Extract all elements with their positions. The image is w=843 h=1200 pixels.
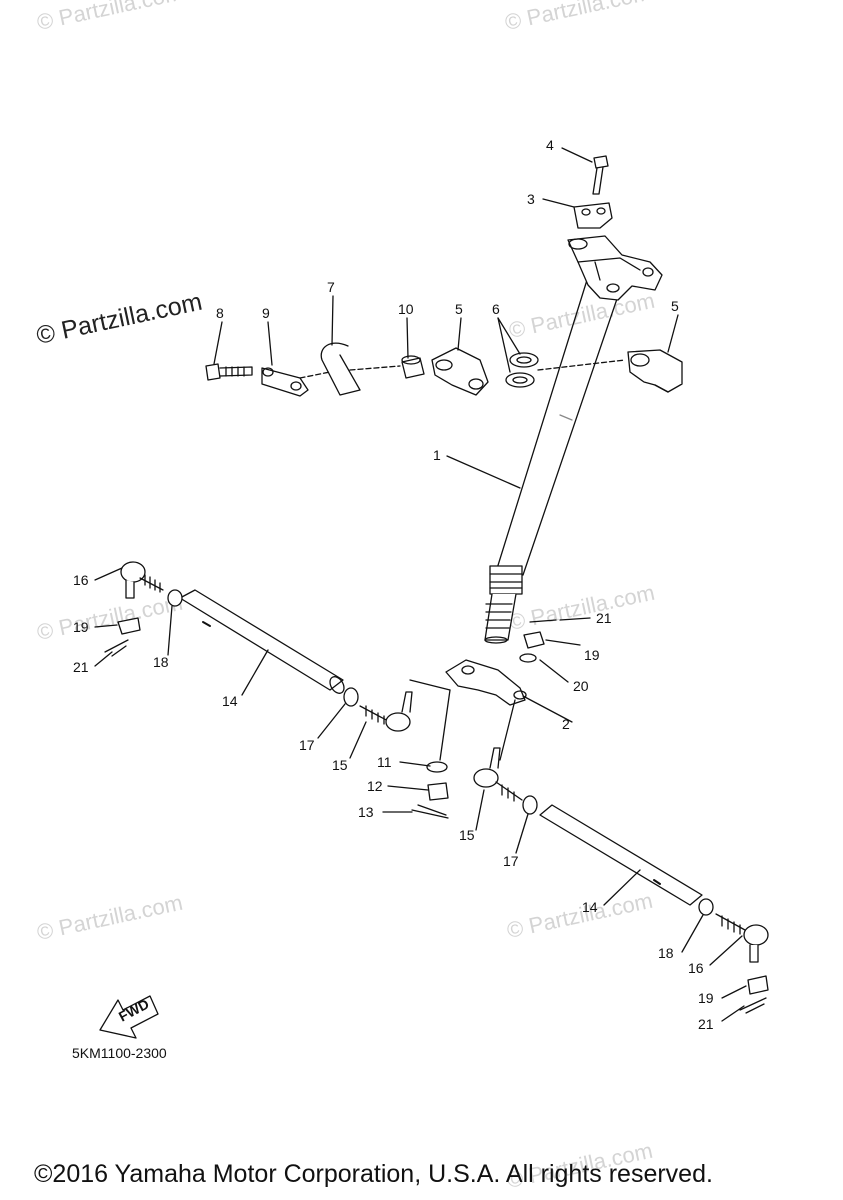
callout-number: 21	[73, 659, 89, 675]
nut-part	[698, 898, 714, 916]
callout-number: 15	[332, 757, 348, 773]
nut-part	[427, 782, 449, 801]
fwd-arrow-icon	[99, 995, 159, 1039]
bolt-part	[205, 363, 253, 381]
washer-part	[426, 761, 448, 773]
callout-number: 7	[327, 279, 335, 295]
callout-number: 20	[573, 678, 589, 694]
callout-number: 16	[73, 572, 89, 588]
cotter-pin-part	[411, 804, 449, 819]
callout-number: 18	[658, 945, 674, 961]
clamp-part	[573, 202, 613, 229]
nut-part	[167, 589, 183, 607]
tie-rod-end-part	[359, 691, 413, 732]
callout-number: 5	[455, 301, 463, 317]
callout-number: 21	[698, 1016, 714, 1032]
callout-number: 15	[459, 827, 475, 843]
nut-part	[117, 617, 141, 635]
callout-number: 2	[562, 716, 570, 732]
callout-number: 19	[584, 647, 600, 663]
tie-rod-end-part	[120, 561, 164, 599]
callout-number: 10	[398, 301, 414, 317]
tie-rod-end-part	[473, 747, 523, 802]
nut-part	[523, 631, 545, 649]
cotter-pin-part	[529, 619, 557, 623]
callout-number: 14	[222, 693, 238, 709]
steering-column-part	[484, 235, 663, 644]
callout-number: 16	[688, 960, 704, 976]
tie-rod-part	[539, 804, 703, 906]
pitman-arm-part	[445, 659, 527, 706]
cotter-pin-part	[739, 997, 767, 1014]
callout-number: 19	[73, 619, 89, 635]
callout-number: 17	[299, 737, 315, 753]
plate-part	[261, 367, 309, 397]
bolt-part	[592, 155, 609, 195]
callout-number: 17	[503, 853, 519, 869]
copyright-notice: ©2016 Yamaha Motor Corporation, U.S.A. A…	[34, 1160, 713, 1188]
tie-rod-part	[179, 589, 345, 694]
callout-number: 6	[492, 301, 500, 317]
nut-part	[747, 975, 769, 995]
callout-number: 3	[527, 191, 535, 207]
callout-number: 18	[153, 654, 169, 670]
nut-part	[343, 687, 359, 707]
callout-number: 8	[216, 305, 224, 321]
callout-number: 21	[596, 610, 612, 626]
washer-part	[519, 653, 537, 663]
callout-number: 19	[698, 990, 714, 1006]
callout-number: 9	[262, 305, 270, 321]
nut-part	[522, 795, 538, 815]
callout-number: 14	[582, 899, 598, 915]
washer-part	[505, 352, 539, 388]
collar-part	[401, 355, 425, 379]
callout-number: 4	[546, 137, 554, 153]
spring-part	[320, 342, 361, 396]
callout-number: 12	[367, 778, 383, 794]
callout-number: 5	[671, 298, 679, 314]
callout-number: 13	[358, 804, 374, 820]
callout-number: 1	[433, 447, 441, 463]
tie-rod-end-part	[715, 913, 769, 963]
diagram-code: 5KM1100-2300	[72, 1045, 167, 1061]
callout-number: 11	[377, 754, 392, 770]
holder-part	[431, 347, 489, 396]
holder-part	[627, 349, 683, 393]
cotter-pin-part	[104, 639, 129, 657]
